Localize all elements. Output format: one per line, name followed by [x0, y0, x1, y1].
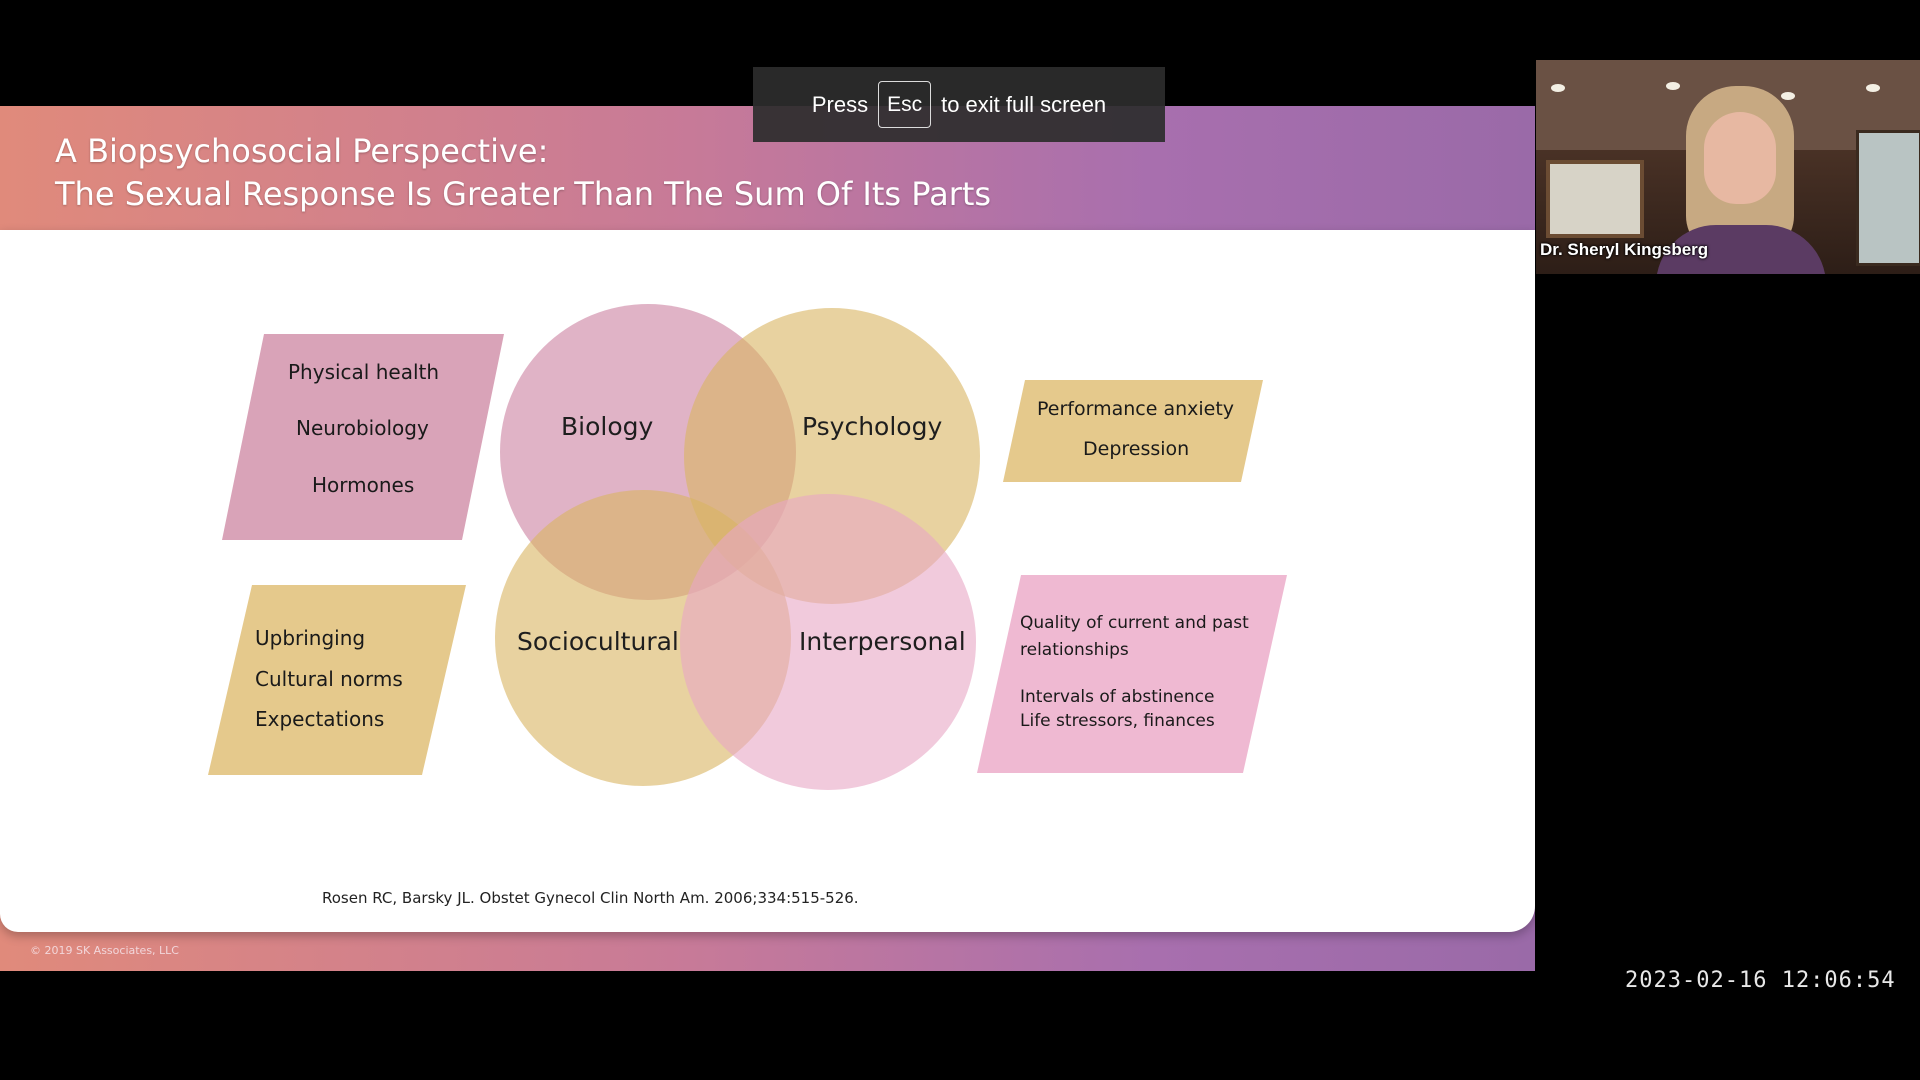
fullscreen-notice: Press Esc to exit full screen [753, 67, 1165, 142]
factor-intervals-of-abstinence: Intervals of abstinence [1020, 687, 1214, 707]
factor-quality-relationships: Quality of current and past [1020, 613, 1249, 633]
interpersonal-factors-shape [977, 575, 1287, 773]
ceiling-light [1866, 84, 1880, 92]
venn-label-sociocultural: Sociocultural [517, 627, 679, 656]
slide-title-line-1: A Biopsychosocial Perspective: [55, 132, 548, 170]
factor-expectations: Expectations [255, 707, 384, 731]
factor-relationships: relationships [1020, 640, 1129, 660]
factor-life-stressors: Life stressors, finances [1020, 711, 1215, 731]
recording-timestamp: 2023-02-16 12:06:54 [1625, 968, 1896, 993]
venn-label-psychology: Psychology [802, 412, 942, 441]
biology-factors-box: Physical health Neurobiology Hormones [222, 334, 504, 540]
fullscreen-notice-prefix: Press [812, 92, 868, 118]
citation: Rosen RC, Barsky JL. Obstet Gynecol Clin… [322, 889, 859, 907]
factor-performance-anxiety: Performance anxiety [1037, 398, 1234, 420]
copyright-text: © 2019 SK Associates, LLC [30, 944, 179, 957]
factor-depression: Depression [1083, 438, 1189, 460]
factor-neurobiology: Neurobiology [296, 416, 429, 440]
venn-label-interpersonal: Interpersonal [799, 627, 966, 656]
participant-video-tile[interactable]: Dr. Sheryl Kingsberg [1536, 60, 1920, 274]
esc-key[interactable]: Esc [878, 81, 931, 128]
psychology-factors-shape [1003, 380, 1263, 482]
venn-label-biology: Biology [561, 412, 653, 441]
factor-physical-health: Physical health [288, 360, 439, 384]
sociocultural-factors-box: Upbringing Cultural norms Expectations [208, 585, 466, 775]
factor-cultural-norms: Cultural norms [255, 667, 403, 691]
ceiling-light [1666, 82, 1680, 90]
psychology-factors-box: Performance anxiety Depression [1003, 380, 1263, 482]
participant-face [1704, 112, 1776, 204]
window [1856, 130, 1920, 266]
slide-title-line-2: The Sexual Response Is Greater Than The … [55, 175, 991, 213]
fullscreen-notice-suffix: to exit full screen [941, 92, 1106, 118]
factor-hormones: Hormones [312, 473, 414, 497]
wall-painting [1546, 160, 1644, 238]
factor-upbringing: Upbringing [255, 626, 365, 650]
interpersonal-factors-box: Quality of current and past relationship… [977, 575, 1287, 773]
participant-name: Dr. Sheryl Kingsberg [1540, 240, 1708, 260]
ceiling-light [1551, 84, 1565, 92]
ceiling-light [1781, 92, 1795, 100]
